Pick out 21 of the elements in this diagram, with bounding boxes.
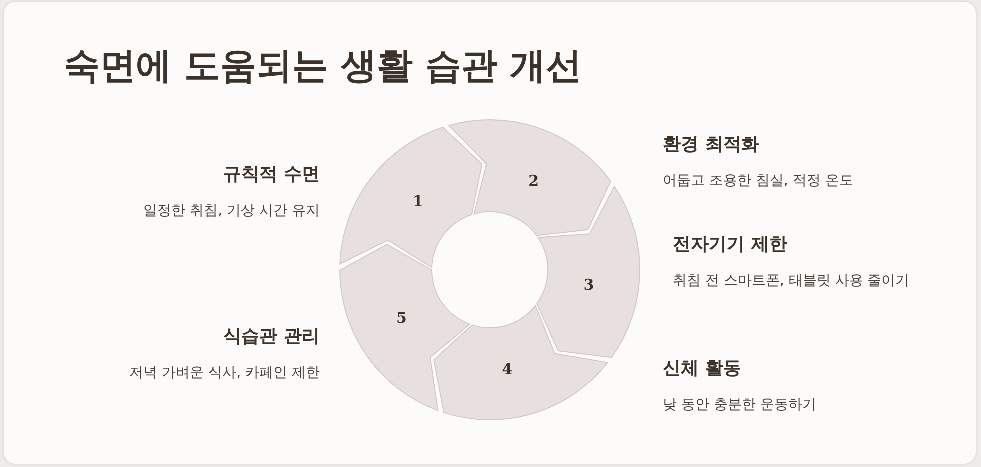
step-number: 2 — [528, 172, 540, 190]
step-description: 저녁 가벼운 식사, 카페인 제한 — [128, 364, 320, 383]
step-number: 1 — [412, 192, 424, 210]
cycle-segment — [536, 186, 640, 358]
cycle-segment — [340, 127, 483, 268]
step-description: 어둡고 조용한 침실, 적정 온도 — [663, 172, 854, 191]
cycle-segment — [448, 120, 612, 236]
step-heading: 신체 활동 — [663, 357, 742, 380]
step-description: 일정한 취침, 기상 시간 유지 — [142, 202, 320, 221]
step-heading: 환경 최적화 — [663, 133, 760, 156]
step-number: 3 — [584, 276, 594, 294]
title: 숙면에 도움되는 생활 습관 개선 — [64, 45, 582, 89]
step-heading: 규칙적 수면 — [222, 163, 320, 186]
step-number: 4 — [502, 360, 513, 378]
step-heading: 전자기기 제한 — [673, 233, 788, 256]
cycle-segment — [434, 305, 608, 420]
cycle-segment — [340, 244, 470, 412]
step-description: 취침 전 스마트폰, 태블릿 사용 줄이기 — [673, 272, 911, 291]
step-number: 5 — [396, 308, 407, 327]
step-heading: 식습관 관리 — [222, 325, 320, 348]
step-description: 낮 동안 충분한 운동하기 — [663, 396, 818, 415]
